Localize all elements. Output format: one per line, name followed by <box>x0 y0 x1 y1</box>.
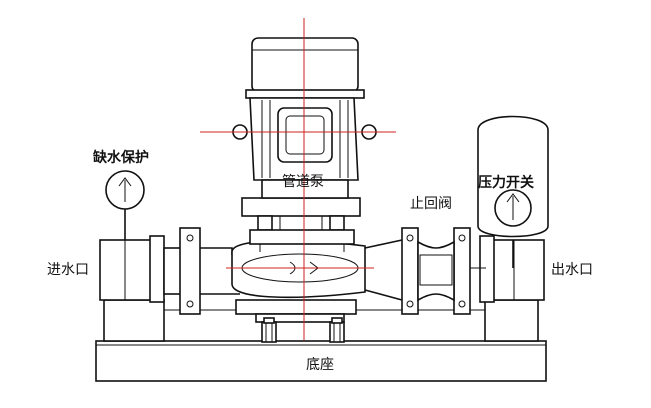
check-valve <box>401 227 486 315</box>
centerlines <box>200 18 396 340</box>
motor-bracket <box>241 197 361 252</box>
outlet-pipe <box>453 227 545 315</box>
inlet-pipe <box>99 227 201 315</box>
water-inlet-label: 进水口 <box>47 262 89 278</box>
pump-label: 管道泵 <box>282 174 324 190</box>
pressure-switch-label: 压力开关 <box>478 174 534 191</box>
check-valve-label: 止回阀 <box>410 196 452 212</box>
low-water-protection-gauge <box>105 170 145 240</box>
pump-volute <box>231 239 366 299</box>
low-water-protection-label: 缺水保护 <box>93 149 149 166</box>
motor <box>232 37 377 199</box>
water-outlet-label: 出水口 <box>551 262 593 278</box>
pump-feet-bolts <box>235 299 357 343</box>
pressure-switch-tank <box>477 115 549 268</box>
base-label: 底座 <box>306 357 334 373</box>
